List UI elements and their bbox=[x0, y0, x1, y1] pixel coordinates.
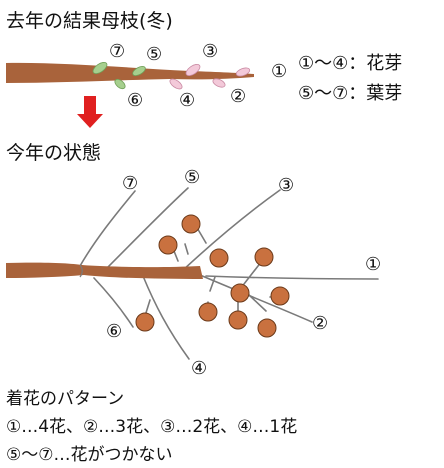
bud-label-7: ⑦ bbox=[109, 41, 125, 62]
mother-branch-diagram: ① ② ③ ④ ⑤ ⑥ ⑦ bbox=[6, 41, 287, 111]
pattern-line-1: ①…4花、②…3花、③…2花、④…1花 bbox=[6, 417, 298, 437]
fruit bbox=[198, 302, 218, 322]
leaf-bud-6 bbox=[114, 78, 126, 90]
legend-flower-buds: ①～④：花芽 bbox=[298, 53, 403, 74]
legend-leaf-buds: ⑤～⑦：葉芽 bbox=[298, 83, 403, 104]
flower-bud-1 bbox=[235, 67, 251, 77]
shoot-label-6: ⑥ bbox=[106, 321, 122, 342]
section2-title: 今年の状態 bbox=[6, 142, 102, 164]
shoot-7 bbox=[79, 190, 136, 267]
shoot-6 bbox=[93, 277, 134, 328]
fruit bbox=[270, 286, 290, 306]
shoot-label-1: ① bbox=[365, 254, 381, 275]
pattern-title: 着花のパターン bbox=[6, 389, 125, 409]
fruit bbox=[230, 283, 250, 303]
bud-label-5: ⑤ bbox=[146, 44, 162, 65]
shoot-3 bbox=[181, 189, 281, 272]
bud-label-3: ③ bbox=[202, 41, 218, 62]
fruit bbox=[209, 248, 229, 268]
bud-label-6: ⑥ bbox=[127, 90, 143, 111]
mother-branch bbox=[6, 62, 254, 83]
fruit bbox=[254, 247, 274, 267]
shoot-label-7: ⑦ bbox=[122, 173, 138, 194]
current-branch-diagram: ① ② ③ ④ ⑤ ⑥ ⑦ bbox=[6, 167, 381, 379]
fruit bbox=[135, 312, 155, 332]
down-arrow-icon bbox=[77, 96, 103, 128]
shoot-label-4: ④ bbox=[191, 358, 207, 379]
branch-node bbox=[79, 264, 83, 278]
fruit bbox=[257, 318, 277, 338]
current-main-branch bbox=[6, 262, 203, 279]
fruit bbox=[181, 214, 201, 234]
flower-bud-3 bbox=[185, 63, 201, 77]
bud-label-1: ① bbox=[271, 61, 287, 82]
section1-title: 去年の結果母枝(冬) bbox=[6, 10, 173, 32]
shoot-4 bbox=[142, 275, 190, 360]
shoot-label-5: ⑤ bbox=[184, 167, 200, 188]
fruit bbox=[228, 310, 248, 330]
bud-label-2: ② bbox=[230, 86, 246, 107]
flower-bud-4 bbox=[169, 78, 183, 90]
shoot-5 bbox=[104, 187, 189, 271]
leaf-bud-5 bbox=[132, 65, 146, 77]
bud-label-4: ④ bbox=[179, 90, 195, 111]
shoot-label-2: ② bbox=[312, 313, 328, 334]
flower-bud-2 bbox=[212, 78, 226, 88]
shoot-1 bbox=[205, 275, 379, 280]
pattern-line-2: ⑤～⑦…花がつかない bbox=[6, 445, 173, 465]
shoot-label-3: ③ bbox=[278, 175, 294, 196]
fruit bbox=[158, 235, 178, 255]
leaf-bud-7 bbox=[92, 61, 108, 75]
